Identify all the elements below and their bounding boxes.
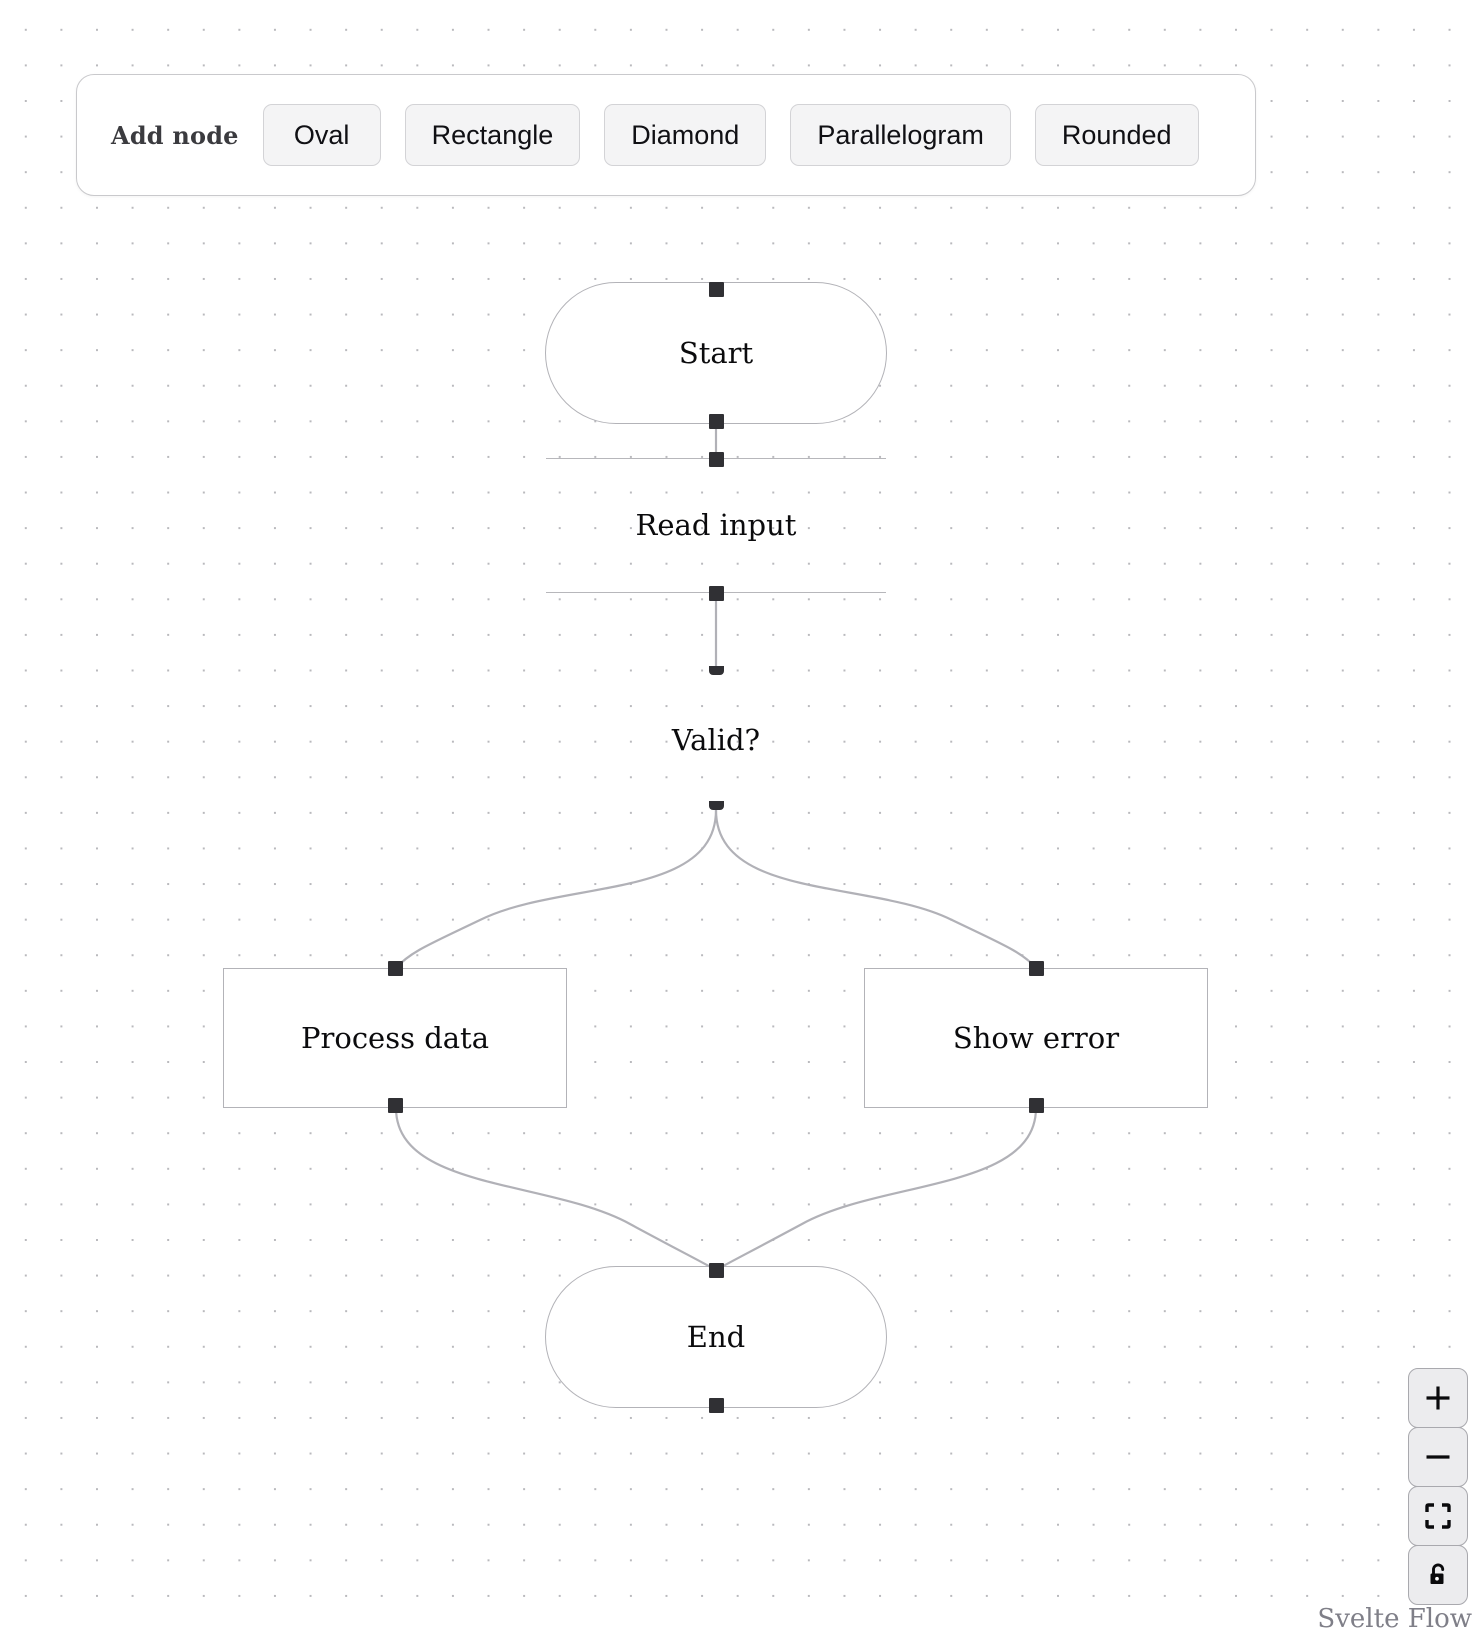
flow-node-end[interactable]: End: [545, 1266, 887, 1408]
flow-node-end-label: End: [686, 1319, 746, 1354]
attribution-link[interactable]: Svelte Flow: [1317, 1604, 1472, 1628]
flow-node-read-input[interactable]: Read input: [546, 458, 886, 593]
add-node-rounded-button[interactable]: Rounded: [1034, 104, 1199, 166]
handle-valid-bottom[interactable]: [709, 801, 724, 810]
fit-view-icon: [1424, 1502, 1452, 1530]
edge-error-end: [715, 1107, 1038, 1271]
add-node-rectangle-button[interactable]: Rectangle: [404, 104, 581, 166]
add-node-toolbar: Add node Oval Rectangle Diamond Parallel…: [76, 74, 1256, 196]
edge-process-end: [394, 1107, 717, 1271]
handle-start-top[interactable]: [709, 282, 724, 297]
plus-icon: [1423, 1383, 1453, 1413]
handle-read-input-top[interactable]: [709, 452, 724, 467]
edge-valid-error: [714, 809, 1037, 969]
zoom-in-button[interactable]: [1408, 1368, 1468, 1428]
flow-node-start-label: Start: [678, 335, 754, 370]
handle-show-error-top[interactable]: [1029, 961, 1044, 976]
add-node-oval-button[interactable]: Oval: [262, 104, 381, 166]
handle-start-bottom[interactable]: [709, 414, 724, 429]
flow-node-start[interactable]: Start: [545, 282, 887, 424]
minus-icon: [1423, 1442, 1453, 1472]
handle-process-data-bottom[interactable]: [388, 1098, 403, 1113]
flow-node-show-error-label: Show error: [952, 1020, 1120, 1055]
handle-process-data-top[interactable]: [388, 961, 403, 976]
handle-read-input-bottom[interactable]: [709, 586, 724, 601]
flow-controls: [1408, 1368, 1468, 1605]
flow-node-process-data-label: Process data: [300, 1020, 490, 1055]
unlock-icon: [1424, 1561, 1452, 1589]
add-node-label: Add node: [111, 120, 239, 150]
zoom-out-button[interactable]: [1408, 1427, 1468, 1487]
flow-node-read-input-label: Read input: [635, 508, 797, 542]
flow-node-process-data[interactable]: Process data: [223, 968, 567, 1108]
handle-valid-top[interactable]: [709, 666, 724, 675]
add-node-parallelogram-button[interactable]: Parallelogram: [790, 104, 1011, 166]
flow-node-valid-label: Valid?: [671, 722, 761, 757]
fit-view-button[interactable]: [1408, 1486, 1468, 1546]
flow-node-valid[interactable]: Valid?: [596, 672, 836, 808]
lock-toggle-button[interactable]: [1408, 1545, 1468, 1605]
handle-end-bottom[interactable]: [709, 1398, 724, 1413]
flow-node-show-error[interactable]: Show error: [864, 968, 1208, 1108]
handle-end-top[interactable]: [709, 1263, 724, 1278]
add-node-diamond-button[interactable]: Diamond: [604, 104, 767, 166]
handle-show-error-bottom[interactable]: [1029, 1098, 1044, 1113]
edge-valid-process: [395, 809, 718, 969]
